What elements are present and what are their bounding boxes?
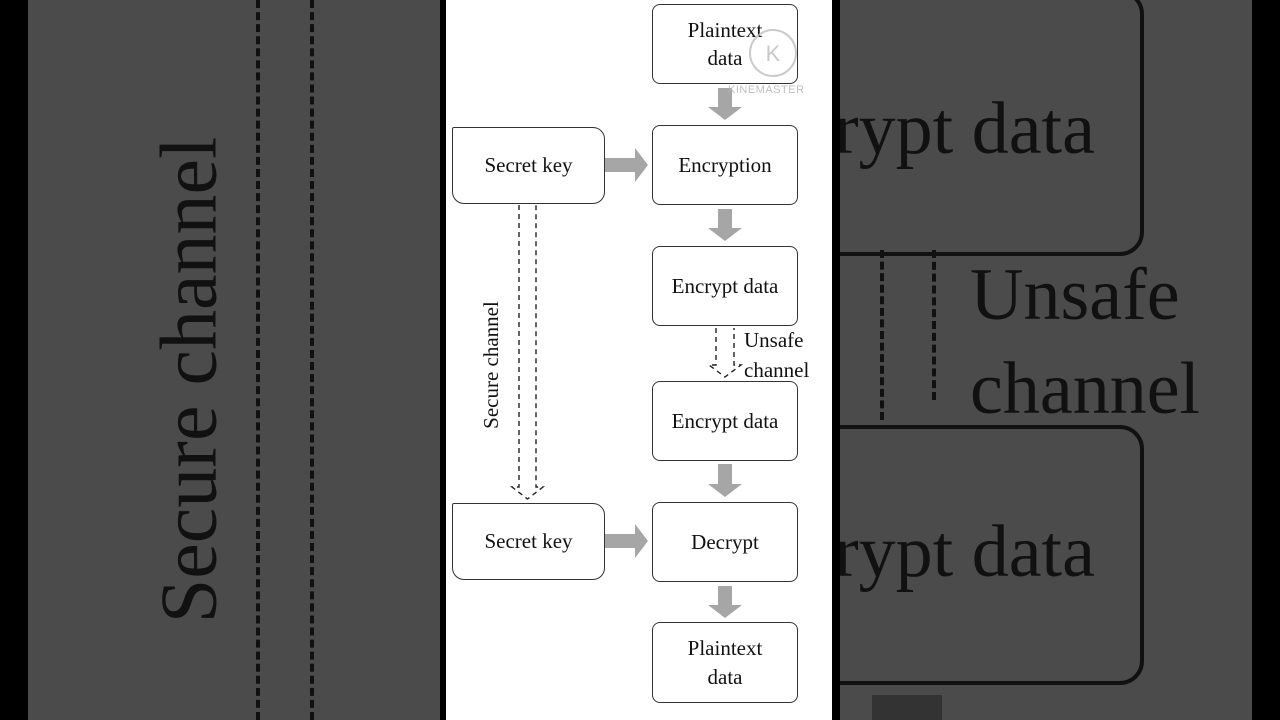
background-text: rypt data: [840, 511, 1095, 593]
arrow-secret-key-to-decrypt: [604, 524, 648, 558]
background-box: [840, 0, 1144, 256]
background-dashed-line: [310, 0, 314, 720]
background-left-panel: Secure channel: [28, 0, 440, 720]
arrow-decrypt-to-plaintext: [708, 586, 742, 618]
secure-channel-dashed-arrow: [509, 205, 546, 500]
background-text: rypt data: [840, 88, 1095, 170]
decrypt-node: Decrypt: [652, 502, 798, 582]
background-dashed-line: [256, 0, 260, 720]
arrow-encryption-to-encrypt-data: [708, 209, 742, 241]
background-dashed-line: [880, 250, 884, 420]
arrow-encrypt-data-to-decrypt: [708, 464, 742, 497]
kinemaster-watermark: KINEMASTER: [728, 84, 805, 96]
background-text: channel: [970, 348, 1201, 430]
arrow-secret-key-to-encryption: [604, 148, 648, 182]
background-secure-channel-text: Secure channel: [145, 136, 234, 624]
background-dashed-line: [932, 250, 936, 400]
watermark-logo-icon: K: [749, 29, 797, 77]
unsafe-channel-label: Unsafe channel: [744, 328, 810, 383]
encrypt-data-node: Encrypt data: [652, 246, 798, 326]
secure-channel-label: Secure channel: [478, 301, 503, 429]
secret-key-bottom-node: Secret key: [452, 503, 605, 580]
unsafe-channel-dashed-arrow: [706, 328, 744, 378]
arrow-plaintext-to-encryption: [708, 88, 742, 120]
background-arrow-fragment: [872, 695, 942, 720]
encrypt-data-received-node: Encrypt data: [652, 381, 798, 461]
svg-text:K: K: [766, 41, 781, 66]
encryption-node: Encryption: [652, 125, 798, 205]
secret-key-top-node: Secret key: [452, 127, 605, 204]
diagram-edges: [509, 88, 744, 618]
background-right-panel: rypt data Unsafe channel rypt data: [840, 0, 1252, 720]
background-text: Unsafe: [970, 254, 1180, 336]
background-box: [840, 425, 1144, 685]
